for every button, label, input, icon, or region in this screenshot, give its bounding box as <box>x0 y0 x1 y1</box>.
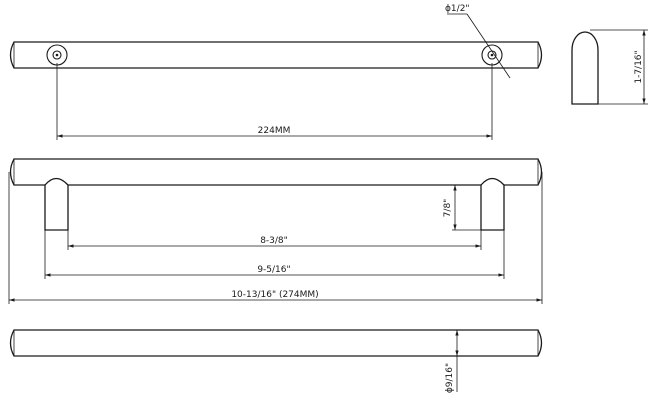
front-view: 7/8" 8-3/8" 9-5/16" 10-13/16" (274MM) <box>8 158 543 304</box>
bottom-view-bar <box>9 329 543 357</box>
left-post <box>44 177 69 231</box>
top-view-bar <box>9 41 543 69</box>
overall-length-label: 10-13/16" (274MM) <box>231 290 318 300</box>
center-to-center-label: 224MM <box>258 126 291 136</box>
side-view-profile <box>571 31 599 105</box>
hole-diameter-label: ϕ1/2" <box>445 4 470 14</box>
side-view: 1-7/16" <box>571 29 648 105</box>
bar-diameter-label: ϕ9/16" <box>445 363 455 393</box>
right-post <box>480 177 505 231</box>
bottom-view: ϕ9/16" <box>9 329 543 393</box>
inner-span-label: 8-3/8" <box>260 236 288 246</box>
projection-label: 7/8" <box>443 199 453 218</box>
post-span-label: 9-5/16" <box>257 265 290 275</box>
front-view-bar <box>9 158 543 186</box>
hole-diameter-leader <box>466 13 511 79</box>
side-height-label: 1-7/16" <box>634 50 644 83</box>
left-mounting-hole <box>46 44 68 66</box>
top-view: ϕ1/2" 224MM <box>9 4 543 140</box>
